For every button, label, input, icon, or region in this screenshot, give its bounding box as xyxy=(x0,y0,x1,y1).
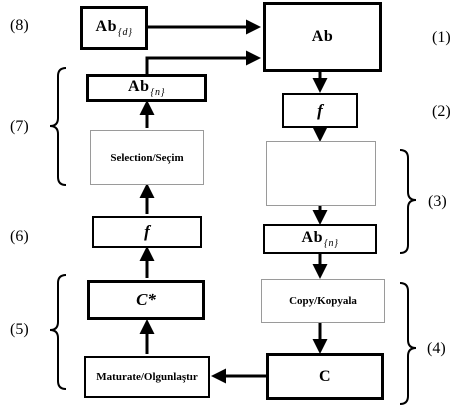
clone-c-star-label: C* xyxy=(136,290,156,309)
ab-d-label: Ab{d} xyxy=(96,18,133,38)
step-number-7: (7) xyxy=(10,118,29,135)
brace-5 xyxy=(49,274,67,390)
ab-population-box: Ab xyxy=(263,2,382,72)
clone-c-label: C xyxy=(318,367,332,385)
step-number-2: (2) xyxy=(432,103,451,120)
ab-d-subscript: {d} xyxy=(117,27,133,38)
step-number-8: (8) xyxy=(10,17,29,34)
ab-n-label-left: Ab{n} xyxy=(128,78,165,98)
affinity-f-label-right: f xyxy=(317,100,323,120)
maturate-box: Maturate/Olgunlaştır xyxy=(84,356,210,398)
affinity-f-box-left: f xyxy=(92,216,202,248)
copy-box: Copy/Kopyala xyxy=(261,279,385,323)
ab-n-subscript-right: {n} xyxy=(323,238,339,249)
step-number-5: (5) xyxy=(10,321,29,338)
selection-box: Selection/Seçim xyxy=(90,130,204,185)
brace-4 xyxy=(399,282,417,405)
ab-n-box-right: Ab{n} xyxy=(263,224,377,254)
copy-label: Copy/Kopyala xyxy=(289,295,357,307)
ab-n-main-right: Ab xyxy=(301,229,323,246)
step-number-1: (1) xyxy=(432,29,451,46)
clone-c-box: C xyxy=(266,353,384,400)
ab-population-label: Ab xyxy=(311,28,334,45)
empty-selection-box xyxy=(266,141,376,206)
step-number-4: (4) xyxy=(427,340,446,357)
arrow-abn-to-ab xyxy=(145,50,261,76)
step-number-6: (6) xyxy=(10,228,29,245)
maturate-label: Maturate/Olgunlaştır xyxy=(96,371,198,383)
ab-n-subscript-left: {n} xyxy=(150,87,165,98)
ab-d-main: Ab xyxy=(95,18,117,35)
step-number-3: (3) xyxy=(428,193,447,210)
ab-n-label-right: Ab{n} xyxy=(302,229,339,249)
affinity-f-box-right: f xyxy=(282,93,358,128)
ab-d-box: Ab{d} xyxy=(80,6,148,50)
selection-label: Selection/Seçim xyxy=(110,151,184,164)
clone-c-star-box: C* xyxy=(87,280,205,320)
brace-7 xyxy=(49,67,67,186)
ab-n-box-left: Ab{n} xyxy=(86,74,207,102)
affinity-f-label-left: f xyxy=(144,222,150,241)
ab-n-main-left: Ab xyxy=(128,78,150,95)
brace-3 xyxy=(399,149,417,254)
